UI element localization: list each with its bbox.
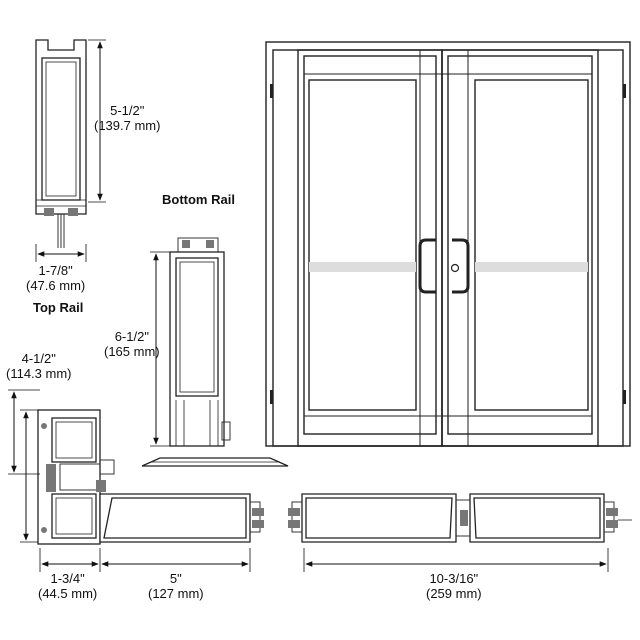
stile-depth-mm: (44.5 mm) [38, 585, 98, 601]
bottom-rail-height-label: 6-1/2" (165 mm) [104, 329, 160, 360]
stile-height-mm: (114.3 mm) [6, 365, 72, 381]
hinge-icon [270, 390, 273, 404]
bottom-rail-title: Bottom Rail [162, 192, 235, 207]
top-rail-height-mm: (139.7 mm) [94, 117, 161, 133]
top-rail-width-label: 1-7/8" (47.6 mm) [26, 263, 86, 294]
left-push-bar [309, 262, 416, 272]
bottom-rail-height-in: 6-1/2" [114, 329, 149, 344]
stile-section [37, 409, 115, 545]
hinge-icon [623, 84, 626, 98]
bottom-rail-section [141, 237, 289, 467]
top-rail-height-label: 5-1/2" (139.7 mm) [94, 103, 161, 134]
right-push-bar [475, 262, 588, 272]
top-rail-width-mm: (47.6 mm) [26, 277, 86, 293]
right-door-glass [474, 79, 589, 411]
bottom-rail-height-mm: (165 mm) [104, 343, 160, 359]
hinge-icon [270, 84, 273, 98]
top-rail-width-in: 1-7/8" [38, 263, 73, 278]
stile-height-label: 4-1/2" (114.3 mm) [6, 351, 72, 382]
stile-height-in: 4-1/2" [21, 351, 56, 366]
top-rail-section [35, 39, 87, 248]
stile-glazing-section [99, 493, 264, 543]
lock-cylinder [450, 263, 460, 273]
left-pull-handle [418, 238, 436, 294]
stile-width-label: 5" (127 mm) [148, 571, 204, 602]
stile-width-mm: (127 mm) [148, 585, 204, 601]
stile-depth-label: 1-3/4" (44.5 mm) [38, 571, 98, 602]
top-rail-height-in: 5-1/2" [110, 103, 145, 118]
right-pull-handle [452, 238, 470, 294]
stile-width-in: 5" [169, 571, 182, 586]
hinge-icon [623, 390, 626, 404]
double-door-elevation [265, 41, 631, 447]
top-rail-title: Top Rail [33, 300, 84, 315]
meeting-stile-section [288, 493, 632, 543]
left-door-glass [308, 79, 417, 411]
meeting-stile-width-label: 10-3/16" (259 mm) [426, 571, 482, 602]
meeting-stile-width-mm: (259 mm) [426, 585, 482, 601]
meeting-stile-width-in: 10-3/16" [429, 571, 479, 586]
stile-depth-in: 1-3/4" [50, 571, 85, 586]
